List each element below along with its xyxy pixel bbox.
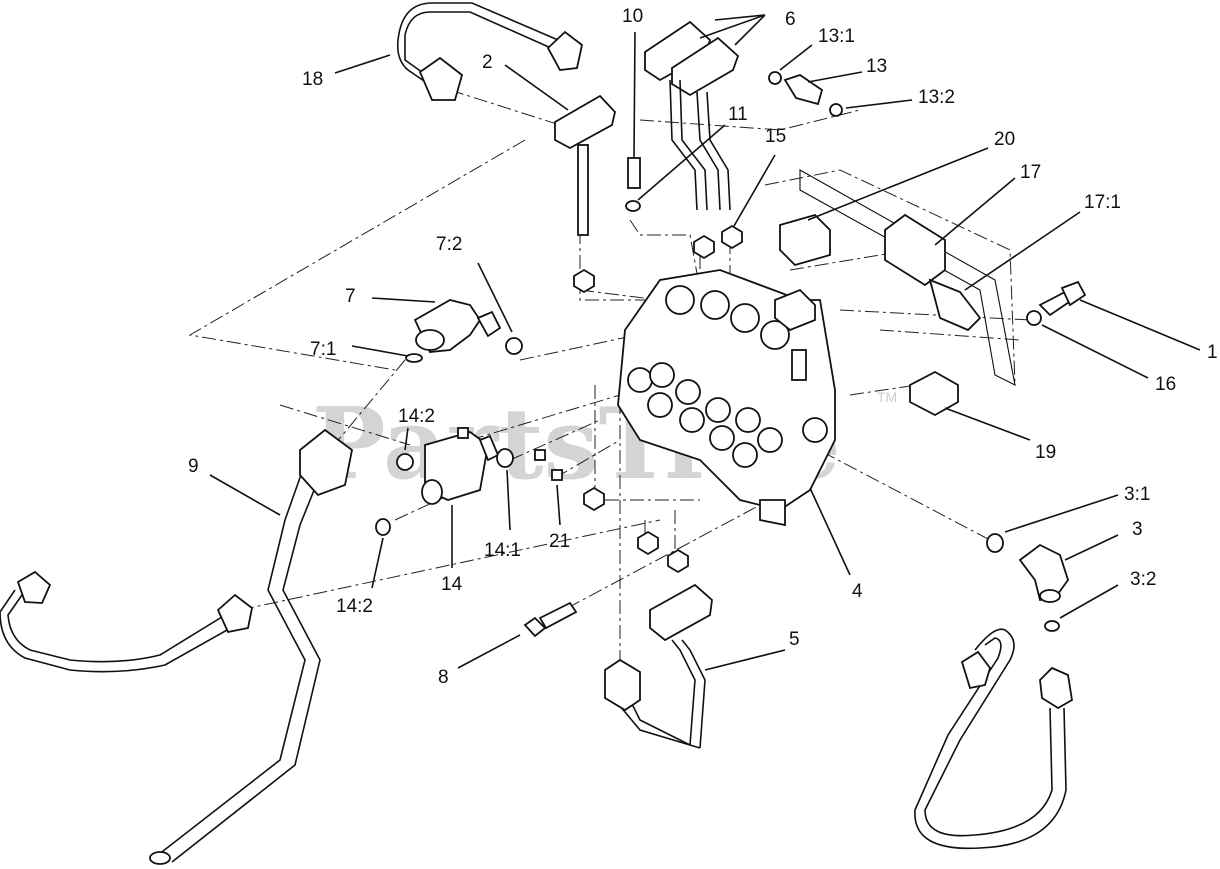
callout-7-1: 7:1 — [310, 339, 336, 360]
o-ring-3-1 — [986, 533, 1004, 553]
callout-17-1: 17:1 — [1084, 192, 1121, 213]
callout-14: 14 — [441, 574, 463, 595]
callout-8: 8 — [438, 667, 449, 688]
valve-body-4 — [617, 269, 836, 527]
callout-14-2-b: 14:2 — [336, 596, 373, 617]
nuts — [573, 224, 743, 574]
elbow-3 — [1018, 543, 1069, 603]
o-ring-7-2 — [505, 337, 523, 355]
callout-15: 15 — [765, 126, 786, 147]
tube-9 — [0, 428, 353, 865]
watermark-trademark: TM — [877, 389, 897, 405]
bolt-10 — [627, 157, 641, 189]
block-19 — [909, 370, 959, 417]
mounting-plate — [799, 169, 1016, 386]
callout-1: 1 — [1207, 342, 1218, 363]
o-ring-14-2-a — [396, 453, 414, 471]
callout-3-2: 3:2 — [1130, 569, 1156, 590]
bolt-1 — [1038, 280, 1087, 317]
plug-21-c — [551, 469, 563, 481]
callout-11: 11 — [728, 104, 748, 125]
callout-7: 7 — [345, 286, 356, 307]
o-ring-14-2-b — [375, 518, 391, 536]
lever-5 — [604, 583, 713, 749]
tube-18 — [396, 2, 584, 101]
callout-13-1: 13:1 — [818, 26, 855, 47]
callout-5: 5 — [789, 629, 800, 650]
callout-4: 4 — [852, 581, 863, 602]
callout-13-2: 13:2 — [918, 87, 955, 108]
washer-11 — [625, 200, 641, 212]
callout-3: 3 — [1132, 519, 1143, 540]
washer-16 — [1026, 310, 1042, 326]
lever-handle-2 — [554, 94, 616, 236]
o-ring-7-1 — [405, 353, 423, 363]
assembly-lines — [188, 89, 1031, 665]
tee-14 — [421, 431, 500, 505]
callout-6: 6 — [785, 9, 796, 30]
callout-10: 10 — [622, 6, 643, 27]
fitting-13 — [768, 71, 843, 117]
callout-20: 20 — [994, 129, 1015, 150]
callout-14-1: 14:1 — [484, 540, 521, 561]
plug-21-a — [457, 427, 469, 439]
callout-21: 21 — [549, 531, 570, 552]
o-ring-3-2 — [1044, 620, 1060, 632]
callout-16: 16 — [1155, 374, 1176, 395]
lever-handles-6 — [644, 20, 740, 211]
callout-17: 17 — [1020, 162, 1041, 183]
tube-3 — [914, 628, 1073, 850]
callout-2: 2 — [482, 52, 493, 73]
leader-lines — [209, 14, 1201, 671]
callout-7-2: 7:2 — [436, 234, 462, 255]
callout-9: 9 — [188, 456, 199, 477]
plug-21-b — [534, 449, 546, 461]
block-17 — [884, 213, 982, 332]
callout-19: 19 — [1035, 442, 1056, 463]
elbow-7 — [413, 299, 502, 353]
parts — [0, 2, 1087, 865]
callout-18: 18 — [302, 69, 323, 90]
callout-3-1: 3:1 — [1124, 484, 1150, 505]
callout-13: 13 — [866, 56, 887, 77]
callout-14-2-a: 14:2 — [398, 406, 435, 427]
solenoid-20 — [779, 213, 831, 267]
callout-labels: 10 6 13:1 13 13:2 18 2 11 15 20 17 17:1 … — [188, 6, 1218, 688]
bolt-8 — [523, 601, 578, 638]
o-ring-14-1 — [496, 448, 514, 468]
